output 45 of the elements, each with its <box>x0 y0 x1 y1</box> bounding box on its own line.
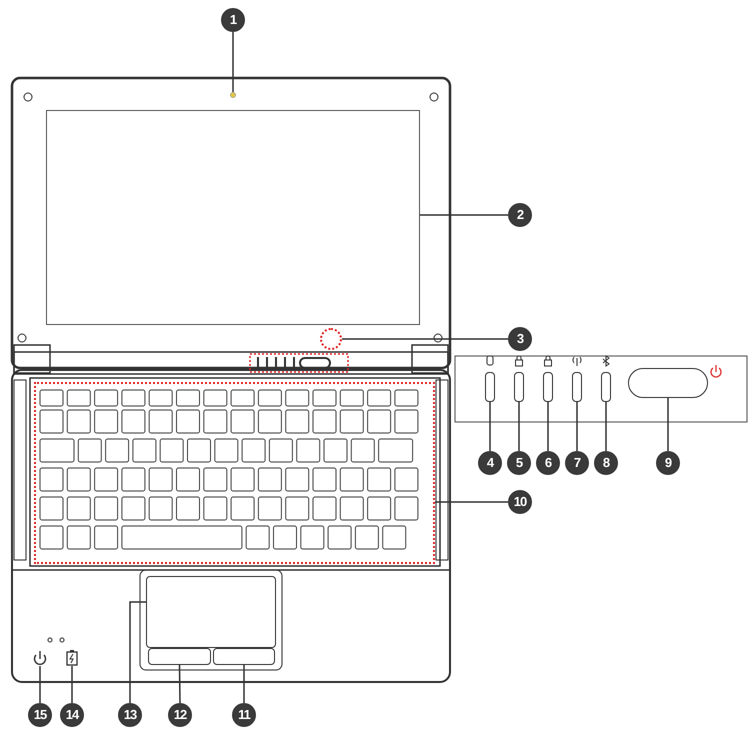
leader-line <box>71 666 73 703</box>
leader-line <box>129 601 146 703</box>
callout-number: 14 <box>60 703 84 727</box>
callout-number: 13 <box>118 703 142 727</box>
callout-number: 1 <box>221 8 245 32</box>
light-sensor <box>320 328 342 350</box>
callout-number: 5 <box>507 451 531 475</box>
left-button <box>148 648 211 665</box>
leader-line <box>178 664 181 704</box>
callout-number: 15 <box>28 703 52 727</box>
callout-number: 2 <box>508 203 532 227</box>
leader-line <box>547 402 549 451</box>
touchpad <box>146 576 276 648</box>
callout-number: 12 <box>168 703 192 727</box>
indicator-light <box>514 372 524 402</box>
power-button <box>628 368 708 398</box>
leader-line <box>518 402 520 451</box>
callout-number: 3 <box>508 327 532 351</box>
callout-number: 6 <box>536 451 560 475</box>
right-button <box>213 648 275 665</box>
leader-line <box>435 501 508 503</box>
power-icon <box>33 650 47 666</box>
battery-icon <box>66 650 78 666</box>
indicator-light <box>543 372 553 402</box>
leader-line <box>39 666 41 703</box>
leader-line <box>489 402 491 451</box>
display-screen <box>46 110 420 325</box>
leader-line <box>342 338 508 340</box>
keyboard <box>34 382 435 564</box>
leader-line <box>667 398 669 451</box>
callout-number: 7 <box>565 451 589 475</box>
leader-line <box>243 665 245 703</box>
callout-number: 9 <box>656 451 680 475</box>
callout-number: 8 <box>594 451 618 475</box>
leader-line <box>420 214 508 216</box>
callout-number: 10 <box>508 490 532 514</box>
indicator-light <box>572 372 582 402</box>
indicator-light <box>485 372 495 402</box>
callout-number: 11 <box>232 703 256 727</box>
indicator-light <box>601 372 611 402</box>
leader-line <box>232 32 234 92</box>
callout-number: 4 <box>478 451 502 475</box>
camera-lens <box>230 92 236 98</box>
leader-line <box>605 402 607 451</box>
leader-line <box>576 402 578 451</box>
